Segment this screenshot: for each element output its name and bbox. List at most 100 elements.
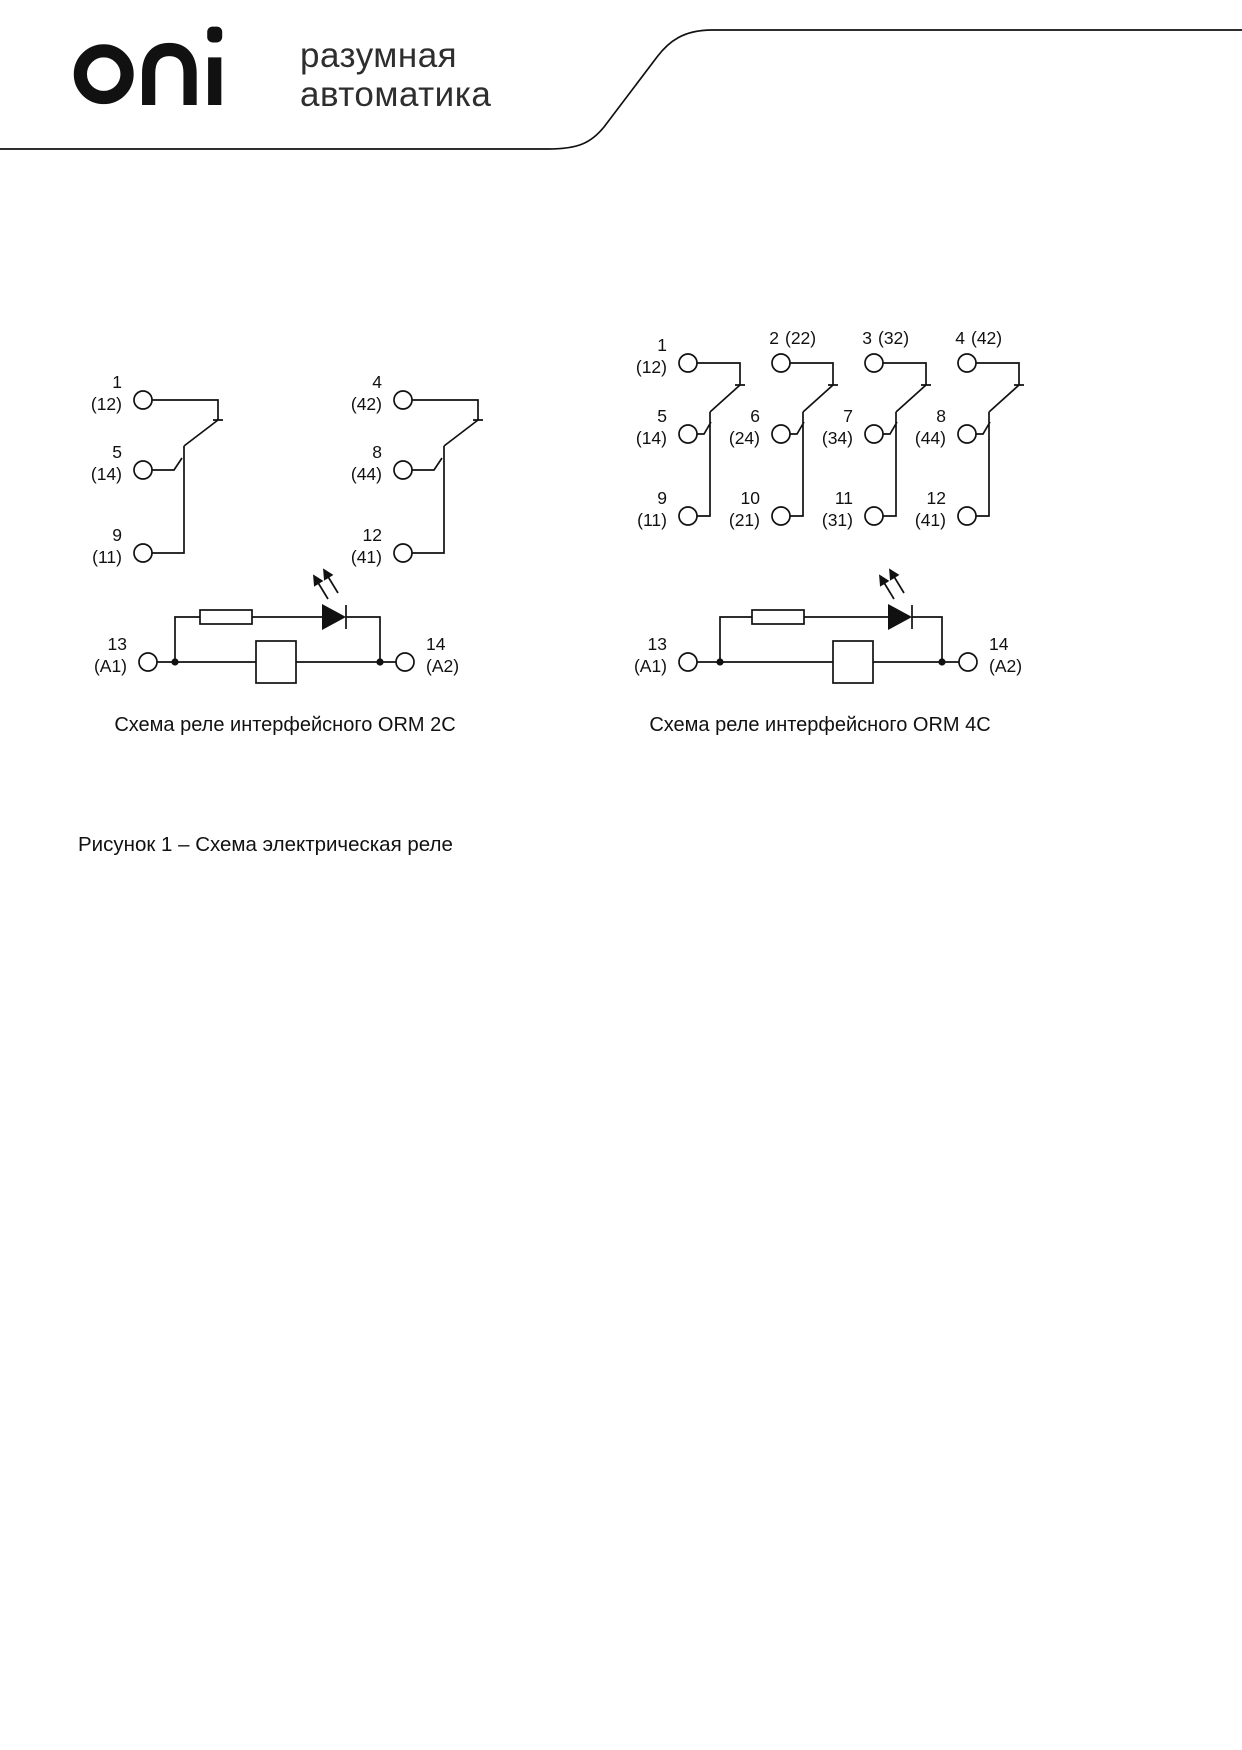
terminal-label: 8: [372, 442, 382, 462]
led-diode-triangle: [888, 604, 912, 630]
terminal-label: 4: [955, 328, 965, 348]
terminal-label: (41): [351, 547, 382, 567]
terminal-8-44: [393, 460, 413, 480]
terminal-label: (41): [915, 510, 946, 530]
terminal-label: (24): [729, 428, 760, 448]
junction-dot: [938, 658, 946, 666]
contact-wires: [412, 399, 483, 554]
terminal-13-a1: [678, 652, 698, 672]
terminal-label: (44): [915, 428, 946, 448]
terminal-13-a1: [138, 652, 158, 672]
led-emission-arrow: [323, 568, 339, 594]
terminal-7-34: [864, 424, 884, 444]
terminal-label: (44): [351, 464, 382, 484]
terminal-label: (A1): [634, 656, 667, 676]
contact-wires: [790, 362, 838, 517]
led-branch-wire: [174, 616, 381, 662]
relay-coil: [832, 640, 874, 684]
terminal-label: (42): [971, 328, 1002, 348]
contact-group-3: 3 (32) 7 (34) 11 (31): [822, 328, 931, 530]
terminal-label: (14): [91, 464, 122, 484]
junction-dot: [376, 658, 384, 666]
orm-4c-caption: Схема реле интерфейсного ORM 4C: [649, 714, 991, 736]
terminal-4-42: [393, 390, 413, 410]
terminal-14-a2: [958, 652, 978, 672]
terminal-label: 2: [769, 328, 779, 348]
terminal-8-44: [957, 424, 977, 444]
terminal-14-a2: [395, 652, 415, 672]
logo-letter-i-dot: [207, 26, 223, 43]
terminal-label: 1: [112, 372, 122, 392]
terminal-label: (A2): [989, 656, 1022, 676]
terminal-label: (42): [351, 394, 382, 414]
contact-wires: [152, 399, 223, 554]
led-emission-arrow: [313, 574, 329, 600]
terminal-label: (A2): [426, 656, 459, 676]
brand-tagline: разумная автоматика: [300, 36, 491, 114]
terminal-6-24: [771, 424, 791, 444]
contact-group-1: 1 (12) 5 (14) 9 (11): [636, 335, 745, 530]
logo-letter-n: [142, 42, 197, 105]
terminal-label: 5: [657, 406, 667, 426]
terminal-1-12: [678, 353, 698, 373]
terminal-label: (34): [822, 428, 853, 448]
terminal-5-14: [133, 460, 153, 480]
terminal-label: 12: [363, 525, 382, 545]
terminal-label: (31): [822, 510, 853, 530]
led-emission-arrow: [879, 574, 895, 600]
relay-coil: [255, 640, 297, 684]
tagline-line-1: разумная: [300, 36, 458, 75]
terminal-label: 10: [741, 488, 761, 508]
terminal-label: 1: [657, 335, 667, 355]
terminal-5-14: [678, 424, 698, 444]
terminal-label: 11: [835, 488, 853, 508]
terminal-label: 6: [750, 406, 760, 426]
contact-group-1: 1 (12) 5 (14) 9 (11): [91, 372, 223, 567]
contact-wires: [697, 362, 745, 517]
terminal-label: 8: [936, 406, 946, 426]
coil-circuit: 13 (A1) 14 (A2): [634, 568, 1022, 684]
contact-wires: [883, 362, 931, 517]
led-emission-arrow: [889, 568, 905, 594]
led-diode-triangle: [322, 604, 346, 630]
resistor: [751, 609, 805, 625]
terminal-9-11: [133, 543, 153, 563]
terminal-label: (12): [636, 357, 667, 377]
terminal-label: 9: [657, 488, 667, 508]
terminal-label: (A1): [94, 656, 127, 676]
contact-group-2: 4 (42) 8 (44) 12 (41): [351, 372, 483, 567]
terminal-12-41: [393, 543, 413, 563]
terminal-label: 9: [112, 525, 122, 545]
orm-2c-caption: Схема реле интерфейсного ORM 2C: [114, 714, 456, 736]
terminal-11-31: [864, 506, 884, 526]
led-indicator: [879, 568, 913, 630]
terminal-label: 3: [862, 328, 872, 348]
junction-dot: [171, 658, 179, 666]
terminal-4-42: [957, 353, 977, 373]
terminal-label: (14): [636, 428, 667, 448]
terminal-12-41: [957, 506, 977, 526]
terminal-label: (21): [729, 510, 760, 530]
led-branch-wire: [719, 616, 943, 662]
terminal-1-12: [133, 390, 153, 410]
terminal-label: 14: [426, 634, 446, 654]
contact-group-4: 4 (42) 8 (44) 12 (41): [915, 328, 1024, 530]
led-indicator: [313, 568, 347, 630]
contact-wires: [976, 362, 1024, 517]
junction-dot: [716, 658, 724, 666]
swoosh-path: [0, 29, 1242, 150]
contact-group-2: 2 (22) 6 (24) 10 (21): [729, 328, 838, 530]
terminal-10-21: [771, 506, 791, 526]
terminal-label: 7: [843, 406, 853, 426]
terminal-label: 4: [372, 372, 382, 392]
logo-letter-o: [73, 44, 134, 105]
terminal-2-22: [771, 353, 791, 373]
resistor: [199, 609, 253, 625]
terminal-label: (11): [637, 510, 667, 530]
terminal-label: 5: [112, 442, 122, 462]
oni-logo: [73, 26, 223, 105]
orm-4c-diagram: 1 (12) 5 (14) 9 (11) 2 (22) 6 (24) 10 (2…: [634, 328, 1024, 684]
terminal-label: 13: [108, 634, 127, 654]
tagline-line-2: автоматика: [300, 75, 492, 114]
terminal-3-32: [864, 353, 884, 373]
